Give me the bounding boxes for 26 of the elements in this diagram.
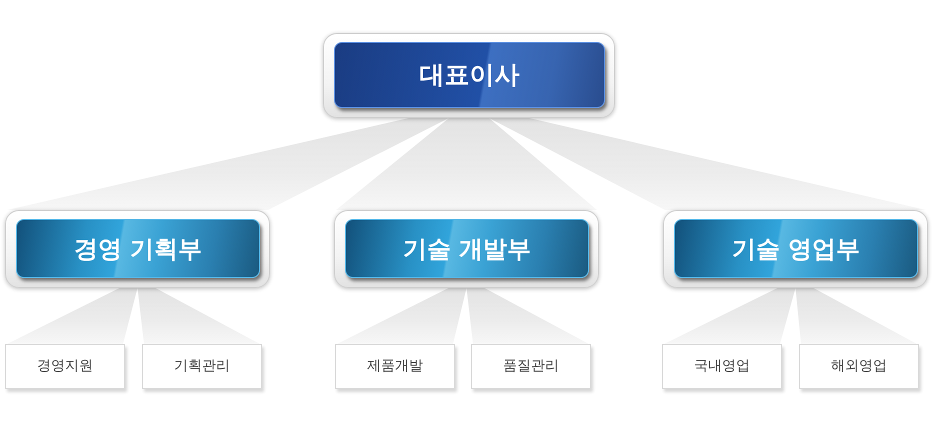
team-box bbox=[799, 344, 919, 389]
connector-fan bbox=[337, 288, 466, 344]
ceo-box bbox=[323, 33, 615, 118]
team-box bbox=[335, 344, 455, 389]
connector-fan bbox=[7, 288, 138, 344]
box-label: 경영 기획부 bbox=[74, 234, 202, 264]
team-box bbox=[142, 344, 262, 389]
connector-fan bbox=[336, 118, 597, 210]
connector-fan bbox=[466, 288, 589, 344]
box-label: 대표이사 bbox=[420, 59, 520, 91]
connector-fan bbox=[138, 288, 260, 344]
connector-fan bbox=[489, 118, 926, 210]
box-label: 국내영업 bbox=[694, 358, 750, 376]
connector-fan bbox=[796, 288, 917, 344]
box-label: 제품개발 bbox=[367, 358, 423, 376]
team-box bbox=[471, 344, 591, 389]
box-label: 해외영업 bbox=[831, 358, 887, 376]
box-label: 경영지원 bbox=[37, 358, 93, 376]
connector-fan bbox=[664, 288, 796, 344]
box-label: 기술 개발부 bbox=[402, 234, 532, 264]
team-box bbox=[662, 344, 782, 389]
team-box bbox=[5, 344, 125, 389]
box-label: 기술 영업부 bbox=[732, 234, 860, 264]
connector-fan bbox=[7, 118, 449, 210]
box-label: 품질관리 bbox=[503, 358, 559, 376]
box-label: 기획관리 bbox=[174, 358, 230, 376]
